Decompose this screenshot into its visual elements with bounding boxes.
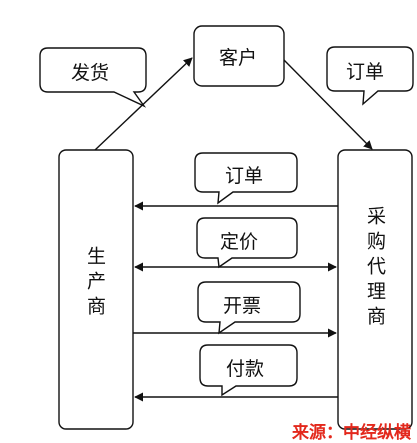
order-callout-shape <box>194 152 298 205</box>
ship-arrow <box>94 57 193 151</box>
payment-label: 付款 <box>226 358 265 380</box>
customer-label: 客户 <box>219 47 258 69</box>
manufacturer-label: 生产商 <box>84 246 106 321</box>
pricing-label: 定价 <box>220 231 259 253</box>
order-label: 订单 <box>225 165 264 187</box>
ship-label: 发货 <box>71 62 110 84</box>
invoice-label: 开票 <box>223 295 262 317</box>
order-top-arrow <box>283 59 373 150</box>
purchasing-agent-label: 采购代理商 <box>364 206 386 331</box>
ship-callout-shape <box>39 47 147 108</box>
purchasing-agent-box <box>337 149 413 430</box>
order-top-label: 订单 <box>346 61 385 83</box>
payment-callout-shape <box>199 344 298 397</box>
source-text: 来源：中经纵横 <box>292 423 411 443</box>
customer-box <box>193 25 285 87</box>
invoice-callout-shape <box>197 281 301 335</box>
order-top-callout-shape <box>326 46 414 106</box>
